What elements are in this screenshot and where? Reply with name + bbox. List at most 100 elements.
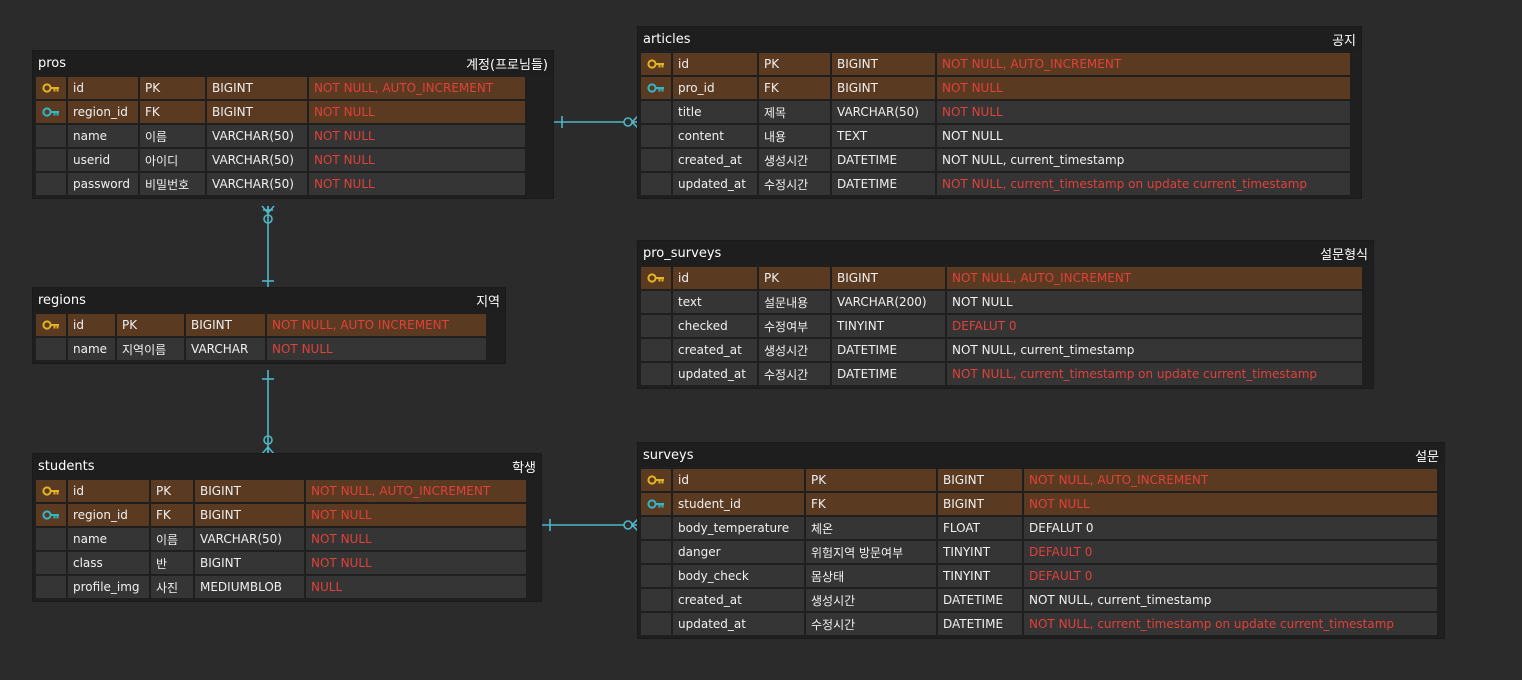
column-comment: 생성시간 <box>759 339 830 361</box>
row-icon-cell <box>641 517 671 539</box>
column-name: id <box>673 53 757 75</box>
row-icon-cell <box>36 528 66 550</box>
column-name: id <box>68 480 149 502</box>
foreign-key-icon <box>641 493 671 515</box>
column-constraint: NOT NULL, AUTO_INCREMENT <box>1024 469 1437 491</box>
table-header[interactable]: surveys 설문 <box>638 443 1444 467</box>
row-icon-cell <box>36 149 66 171</box>
column-type: VARCHAR(50) <box>207 125 307 147</box>
column-constraint: NOT NULL, current_timestamp on update cu… <box>947 363 1362 385</box>
column-comment: 반 <box>151 552 193 574</box>
column-constraint: NOT NULL, current_timestamp <box>1024 589 1437 611</box>
connector-students-surveys <box>541 518 639 532</box>
table-header[interactable]: regions 지역 <box>33 288 505 312</box>
column-comment: 비밀번호 <box>140 173 205 195</box>
column-type: BIGINT <box>938 493 1022 515</box>
table-label: 계정(프로님들) <box>466 57 548 73</box>
column-type: BIGINT <box>207 77 307 99</box>
column-name: created_at <box>673 149 757 171</box>
column-comment: 위험지역 방문여부 <box>806 541 936 563</box>
column-name: password <box>68 173 138 195</box>
column-constraint: NOT NULL <box>306 552 526 574</box>
row-icon-cell <box>641 149 671 171</box>
column-name: created_at <box>673 589 804 611</box>
column-type: FLOAT <box>938 517 1022 539</box>
table-name: regions <box>38 292 86 308</box>
row-icon-cell <box>641 291 671 313</box>
column-name: id <box>68 77 138 99</box>
column-type: VARCHAR(50) <box>207 173 307 195</box>
row-icon-cell <box>641 541 671 563</box>
table-name: students <box>38 458 95 474</box>
column-constraint: DEFALUT 0 <box>947 315 1362 337</box>
primary-key-icon <box>36 480 66 502</box>
foreign-key-icon <box>36 101 66 123</box>
table-label: 설문 <box>1415 449 1439 465</box>
column-comment: PK <box>759 53 830 75</box>
table-header[interactable]: pro_surveys 설문형식 <box>638 241 1373 265</box>
table-label: 공지 <box>1332 33 1356 49</box>
column-name: userid <box>68 149 138 171</box>
column-comment: 생성시간 <box>759 149 830 171</box>
row-icon-cell <box>641 589 671 611</box>
column-name: updated_at <box>673 613 804 635</box>
column-comment: 설문내용 <box>759 291 830 313</box>
column-type: VARCHAR(50) <box>832 101 935 123</box>
table-header[interactable]: articles 공지 <box>638 27 1361 51</box>
table-header[interactable]: students 학생 <box>33 454 541 478</box>
column-comment: 사진 <box>151 576 193 598</box>
column-constraint: NOT NULL, AUTO_INCREMENT <box>306 480 526 502</box>
column-constraint: NOT NULL <box>267 338 486 360</box>
column-constraint: NOT NULL, current_timestamp <box>947 339 1362 361</box>
column-name: name <box>68 528 149 550</box>
column-name: id <box>68 314 115 336</box>
column-type: MEDIUMBLOB <box>195 576 304 598</box>
row-icon-cell <box>641 101 671 123</box>
column-comment: FK <box>759 77 830 99</box>
connector-regions-students <box>261 370 275 455</box>
column-constraint: NOT NULL, AUTO_INCREMENT <box>937 53 1350 75</box>
column-constraint: NOT NULL <box>947 291 1362 313</box>
table-label: 지역 <box>476 294 500 310</box>
table-header[interactable]: pros 계정(프로님들) <box>33 51 553 75</box>
